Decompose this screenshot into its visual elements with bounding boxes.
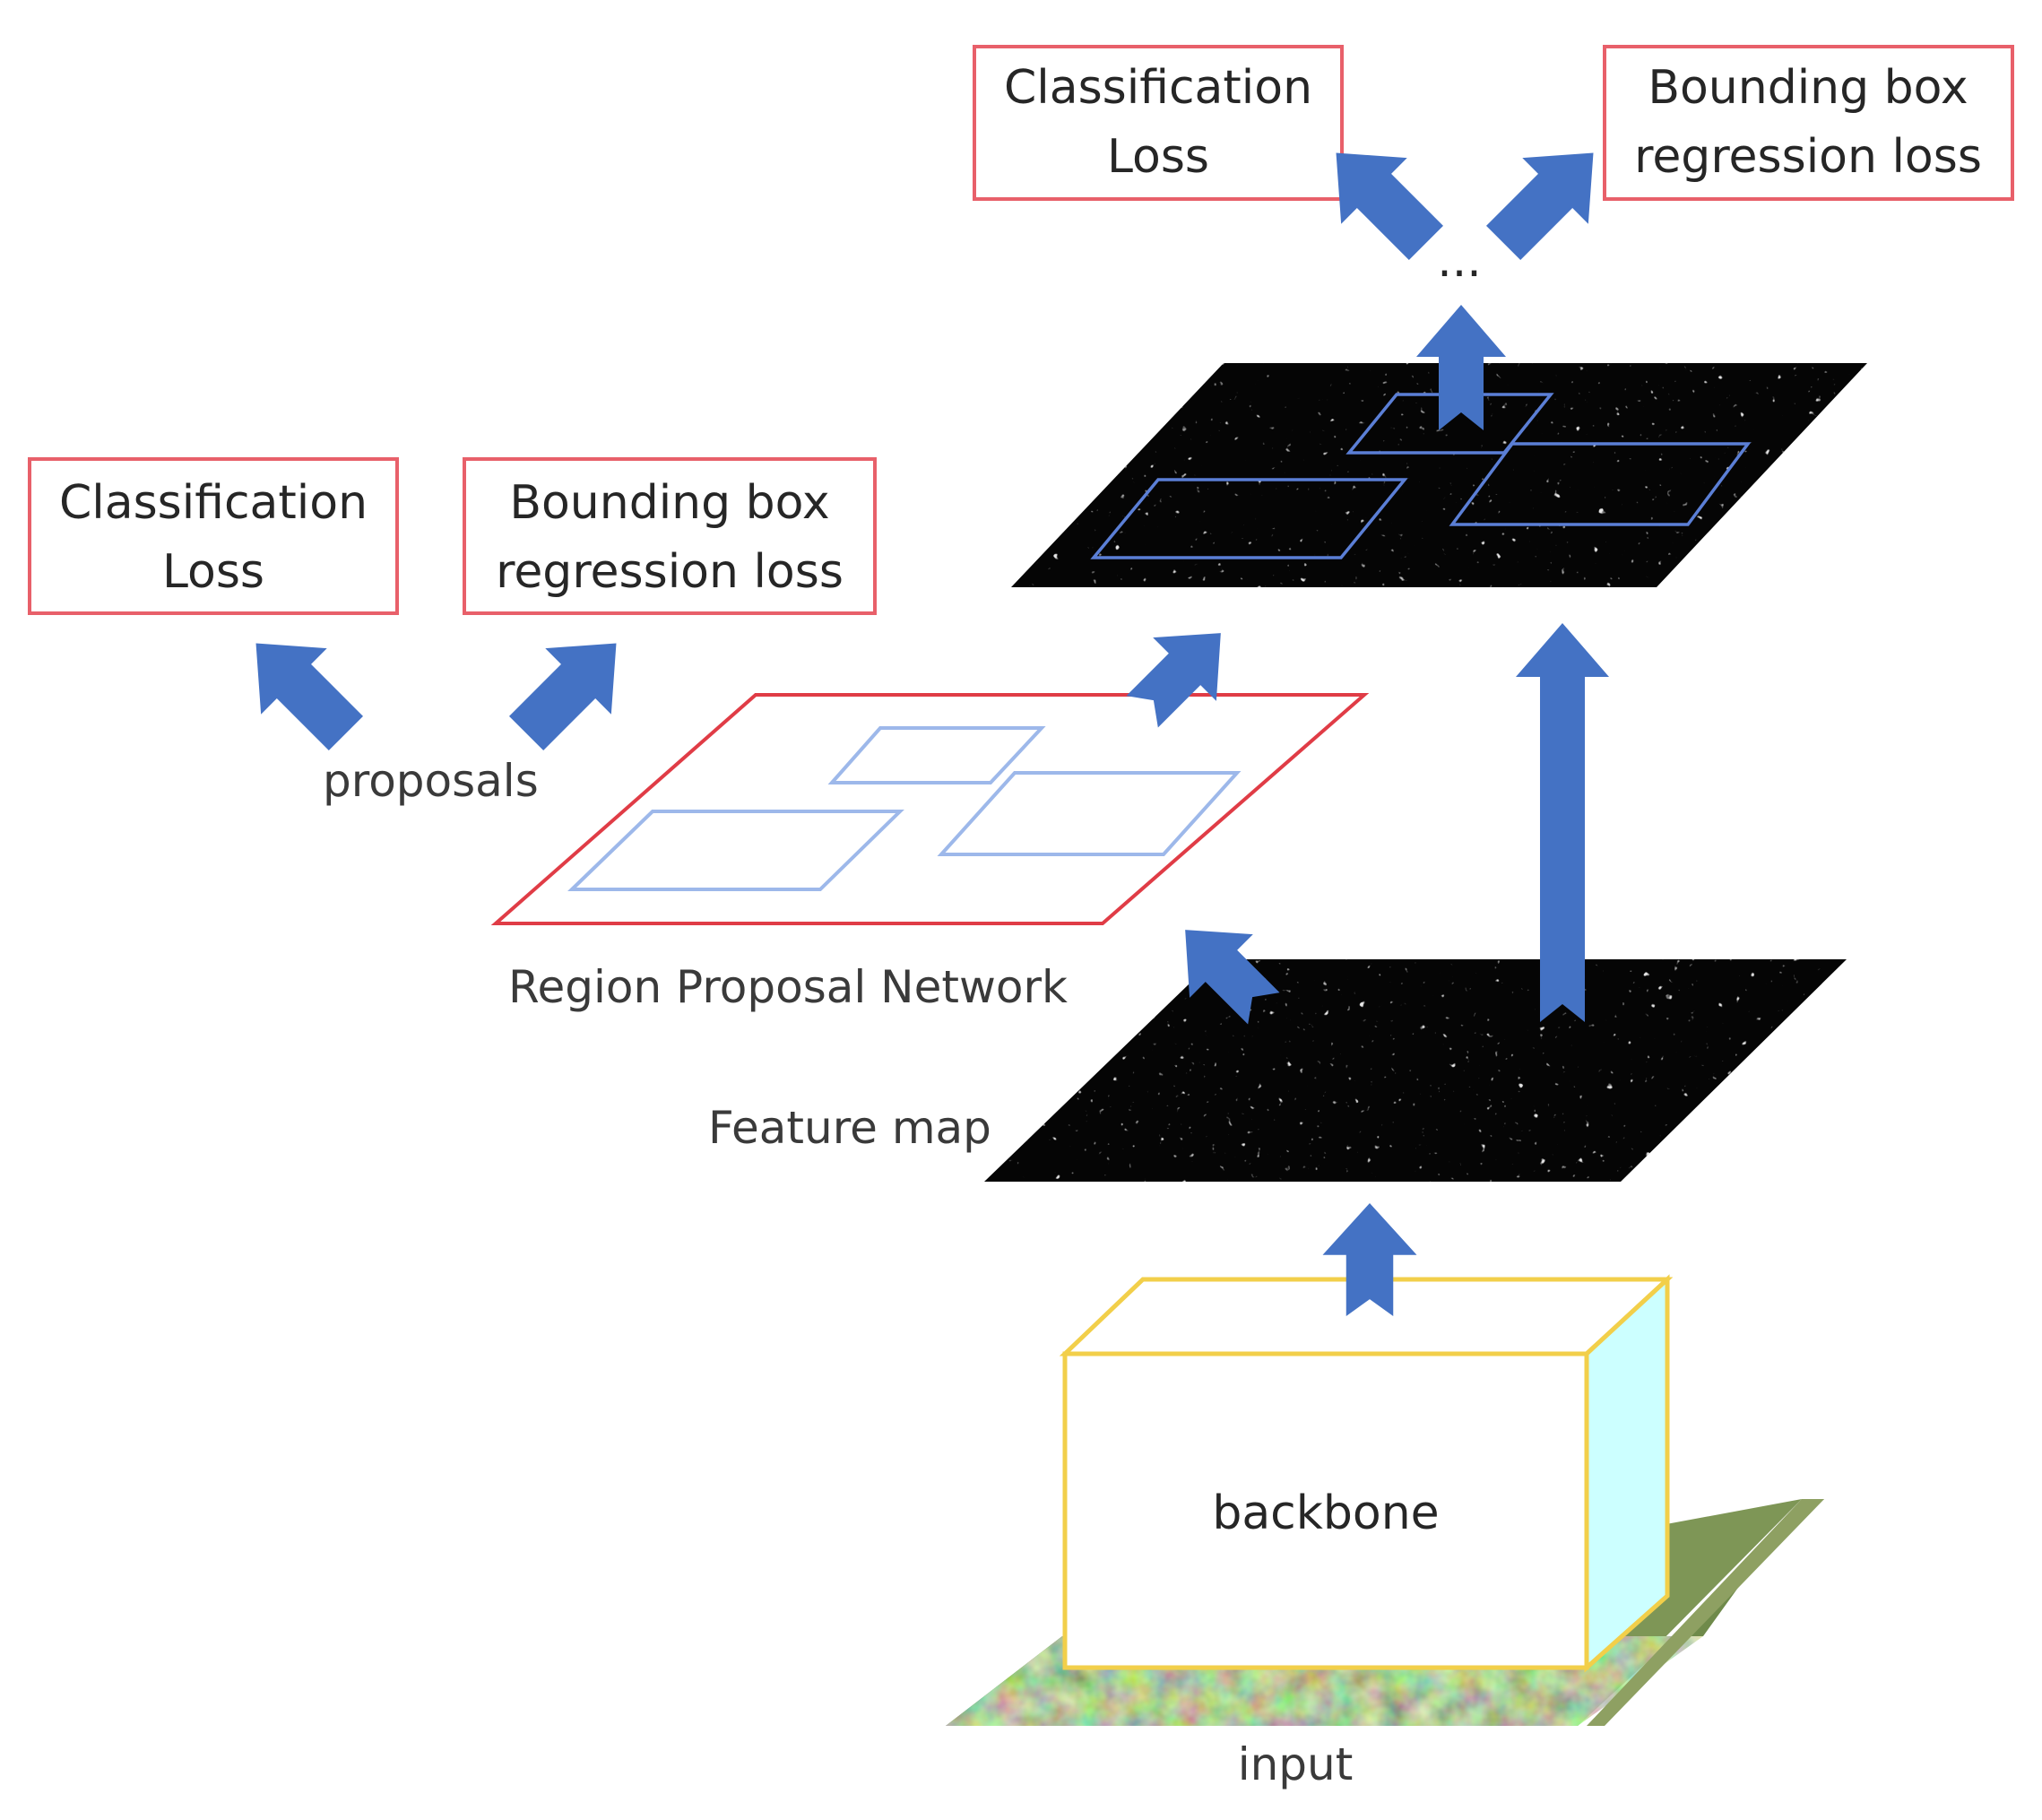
backbone-label: backbone xyxy=(1212,1486,1439,1540)
rpn-classification-line2: Loss xyxy=(162,545,264,599)
ellipsis-label: ... xyxy=(1437,234,1482,288)
arrow-to-rpn-bbox xyxy=(508,643,617,751)
top-classification-line1: Classification xyxy=(1004,61,1312,115)
feature-map-lower xyxy=(984,959,1847,1182)
rpn-classification-line1: Classification xyxy=(59,476,368,530)
arrow-to-top-bbox xyxy=(1485,152,1594,261)
roi-box xyxy=(1345,393,1554,455)
top-bbox-line2: regression loss xyxy=(1634,130,1982,184)
arrow-to-top-classification xyxy=(1336,152,1444,261)
proposal-box xyxy=(567,810,904,891)
roi-box xyxy=(1449,442,1752,526)
backbone-block: backbone xyxy=(1059,1274,1674,1673)
feature-map-label: Feature map xyxy=(708,1102,991,1154)
rpn-bbox-line1: Bounding box xyxy=(509,476,829,530)
proposals-label: proposals xyxy=(323,755,539,807)
rpn-bbox-line2: regression loss xyxy=(496,545,844,599)
arrow-featuremap-to-rpn xyxy=(1185,930,1280,1025)
proposal-box xyxy=(827,726,1046,784)
input-label: input xyxy=(1238,1738,1354,1790)
top-classification-loss-box: Classification Loss xyxy=(973,45,1344,201)
top-bbox-line1: Bounding box xyxy=(1648,61,1968,115)
top-classification-line2: Loss xyxy=(1107,130,1209,184)
rpn-label: Region Proposal Network xyxy=(508,961,1068,1013)
arrow-featuremap-to-roi xyxy=(1516,623,1609,1022)
proposal-box xyxy=(937,771,1242,856)
arrow-backbone-to-featuremap xyxy=(1322,1203,1417,1316)
arrow-roi-to-heads xyxy=(1416,305,1506,430)
roi-box xyxy=(1090,478,1408,559)
arrow-to-rpn-classification xyxy=(255,643,364,751)
rpn-plane xyxy=(490,693,1370,925)
arrow-rpn-to-roi xyxy=(1126,633,1221,728)
rpn-classification-loss-box: Classification Loss xyxy=(28,457,399,615)
rpn-bbox-regression-loss-box: Bounding box regression loss xyxy=(463,457,877,615)
top-bbox-regression-loss-box: Bounding box regression loss xyxy=(1603,45,2014,201)
